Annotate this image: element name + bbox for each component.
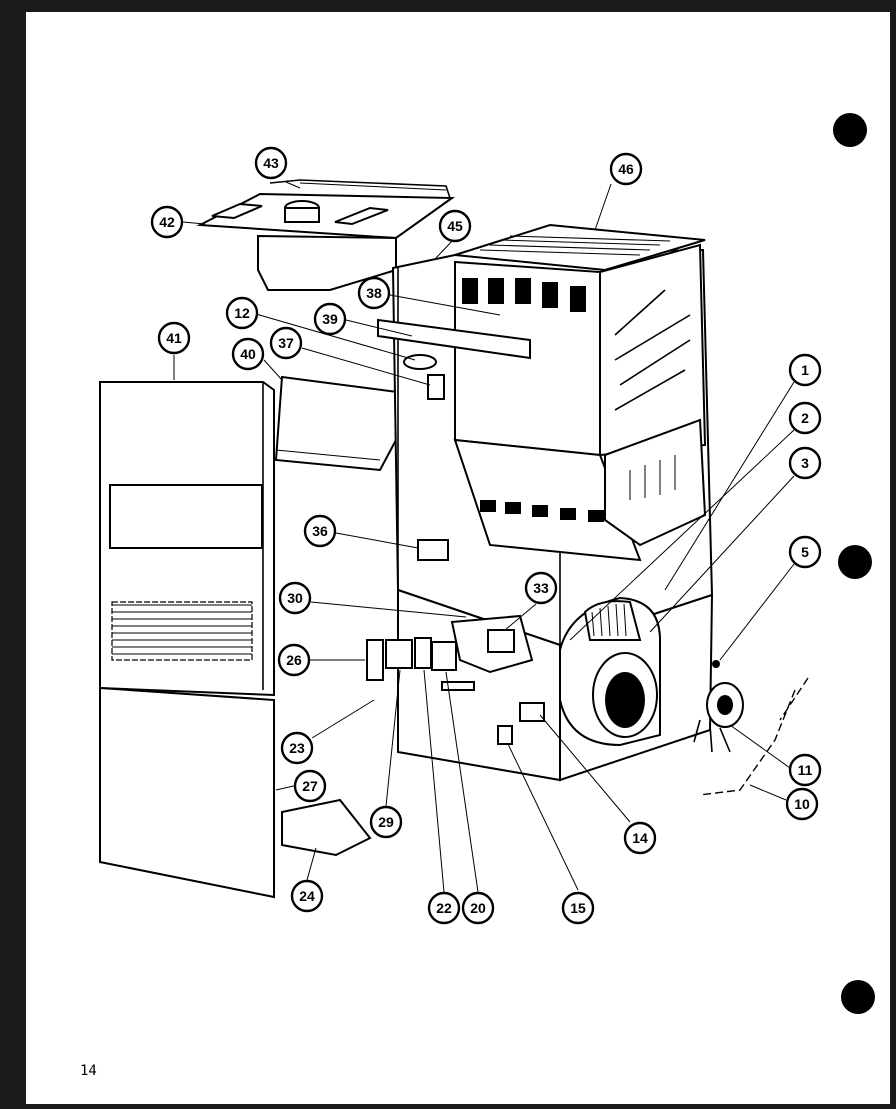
svg-text:39: 39 — [322, 311, 338, 327]
callout-42: 42 — [150, 205, 184, 239]
callout-33: 33 — [524, 571, 558, 605]
svg-text:38: 38 — [366, 285, 382, 301]
callout-38: 38 — [357, 276, 391, 310]
callout-3: 3 — [788, 446, 822, 480]
callout-45: 45 — [438, 209, 472, 243]
callout-43: 43 — [254, 146, 288, 180]
svg-text:15: 15 — [570, 900, 586, 916]
svg-text:40: 40 — [240, 346, 256, 362]
svg-text:46: 46 — [618, 161, 634, 177]
svg-text:14: 14 — [632, 830, 648, 846]
binder-hole-middle — [838, 545, 872, 579]
callout-10: 10 — [785, 787, 819, 821]
control-components — [366, 614, 545, 745]
upper-door-panel — [99, 381, 275, 697]
svg-text:30: 30 — [287, 590, 303, 606]
svg-text:2: 2 — [801, 410, 809, 426]
lower-door-panel — [99, 686, 372, 899]
svg-text:36: 36 — [312, 523, 328, 539]
svg-text:45: 45 — [447, 218, 463, 234]
top-cover-assembly — [196, 179, 456, 291]
svg-text:23: 23 — [289, 740, 305, 756]
svg-text:42: 42 — [159, 214, 175, 230]
svg-text:26: 26 — [286, 652, 302, 668]
callout-27: 27 — [293, 769, 327, 803]
callout-29: 29 — [369, 805, 403, 839]
callout-14: 14 — [623, 821, 657, 855]
filter-panel — [274, 375, 422, 472]
svg-text:27: 27 — [302, 778, 318, 794]
motor-assembly — [693, 660, 809, 796]
svg-text:10: 10 — [794, 796, 810, 812]
callout-5: 5 — [788, 535, 822, 569]
callout-40: 40 — [231, 337, 265, 371]
svg-text:29: 29 — [378, 814, 394, 830]
callout-39: 39 — [313, 302, 347, 336]
callout-41: 41 — [157, 321, 191, 355]
svg-text:41: 41 — [166, 330, 182, 346]
blower-assembly — [559, 596, 661, 747]
svg-text:5: 5 — [801, 544, 809, 560]
binder-hole-top — [833, 113, 867, 147]
callout-15: 15 — [561, 891, 595, 925]
callout-26: 26 — [277, 643, 311, 677]
callout-30: 30 — [278, 581, 312, 615]
callout-11: 11 — [788, 753, 822, 787]
callout-1: 1 — [788, 353, 822, 387]
callout-20: 20 — [461, 891, 495, 925]
binder-hole-bottom — [841, 980, 875, 1014]
manifold-bracket — [377, 318, 531, 360]
small-components — [403, 354, 449, 561]
svg-text:22: 22 — [436, 900, 452, 916]
page-number: 14 — [80, 1063, 97, 1079]
callout-37: 37 — [269, 326, 303, 360]
leader-lines — [173, 181, 795, 893]
svg-text:12: 12 — [234, 305, 250, 321]
svg-text:33: 33 — [533, 580, 549, 596]
callout-22: 22 — [427, 891, 461, 925]
svg-text:43: 43 — [263, 155, 279, 171]
callout-2: 2 — [788, 401, 822, 435]
svg-text:37: 37 — [278, 335, 294, 351]
heat-exchanger — [453, 223, 707, 562]
svg-text:24: 24 — [299, 888, 315, 904]
callout-12: 12 — [225, 296, 259, 330]
svg-text:11: 11 — [798, 762, 813, 778]
svg-text:3: 3 — [801, 455, 809, 471]
svg-text:1: 1 — [801, 362, 809, 378]
callout-36: 36 — [303, 514, 337, 548]
callout-23: 23 — [280, 731, 314, 765]
callout-24: 24 — [290, 879, 324, 913]
svg-text:20: 20 — [470, 900, 486, 916]
callout-46: 46 — [609, 152, 643, 186]
